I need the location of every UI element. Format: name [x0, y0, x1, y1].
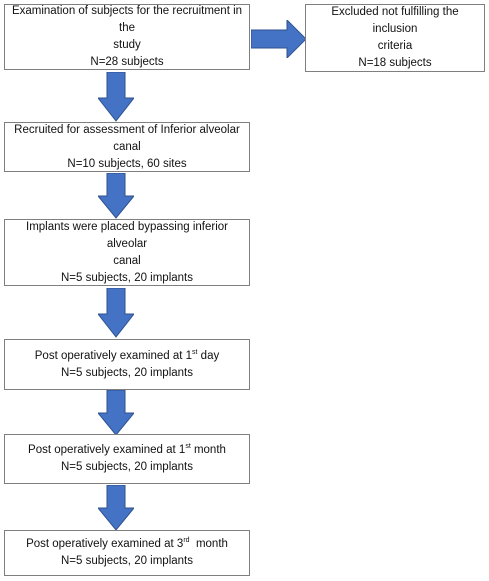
right-arrow-icon [251, 20, 307, 58]
examination-line-2: study [113, 39, 141, 51]
day1-box: Post operatively examined at 1st day N=5… [4, 339, 250, 390]
month1-line-1: Post operatively examined at 1st month [28, 442, 226, 459]
excluded-line-1: Excluded not fulfilling the inclusion [331, 6, 459, 35]
month1-line-2: N=5 subjects, 20 implants [61, 461, 193, 473]
down-arrow-icon [98, 485, 134, 531]
month3-box: Post operatively examined at 3rd month N… [4, 530, 250, 576]
day1-unit: day [197, 349, 220, 362]
month1-box: Post operatively examined at 1st month N… [4, 434, 250, 484]
recruited-line-2: N=10 subjects, 60 sites [67, 157, 187, 170]
implants-box: Implants were placed bypassing inferior … [4, 219, 250, 286]
examination-line-3: N=28 subjects [90, 56, 164, 68]
month3-text: Post operatively examined at 3 [26, 538, 184, 550]
month3-ordinal: rd [183, 537, 190, 545]
month3-line-2: N=5 subjects, 20 implants [61, 555, 193, 567]
day1-line-1: Post operatively examined at 1st day [35, 348, 219, 365]
month3-line-1: Post operatively examined at 3rd month [26, 536, 228, 553]
examination-box: Examination of subjects for the recruitm… [4, 4, 250, 70]
implants-line-2: canal [113, 254, 141, 267]
day1-line-2: N=5 subjects, 20 implants [61, 366, 193, 379]
examination-line-1: Examination of subjects for the recruitm… [11, 5, 243, 34]
month1-unit: month [190, 444, 226, 456]
excluded-line-3: N=18 subjects [358, 57, 432, 69]
month3-unit: month [189, 538, 228, 550]
day1-text: Post operatively examined at 1 [34, 349, 193, 362]
month1-text: Post operatively examined at 1 [28, 444, 186, 456]
excluded-box: Excluded not fulfilling the inclusion cr… [305, 4, 485, 72]
down-arrow-icon [98, 288, 134, 338]
down-arrow-icon [98, 72, 134, 122]
recruited-box: Recruited for assessment of Inferior alv… [4, 122, 250, 172]
month1-ordinal: st [185, 443, 191, 451]
day1-ordinal: st [192, 348, 198, 356]
implants-line-1: Implants were placed bypassing inferior … [26, 220, 228, 250]
down-arrow-icon [98, 173, 134, 219]
recruited-line-1: Recruited for assessment of Inferior alv… [14, 123, 240, 153]
implants-line-3: N=5 subjects, 20 implants [61, 271, 193, 284]
down-arrow-icon [98, 390, 134, 436]
excluded-line-2: criteria [377, 40, 413, 52]
